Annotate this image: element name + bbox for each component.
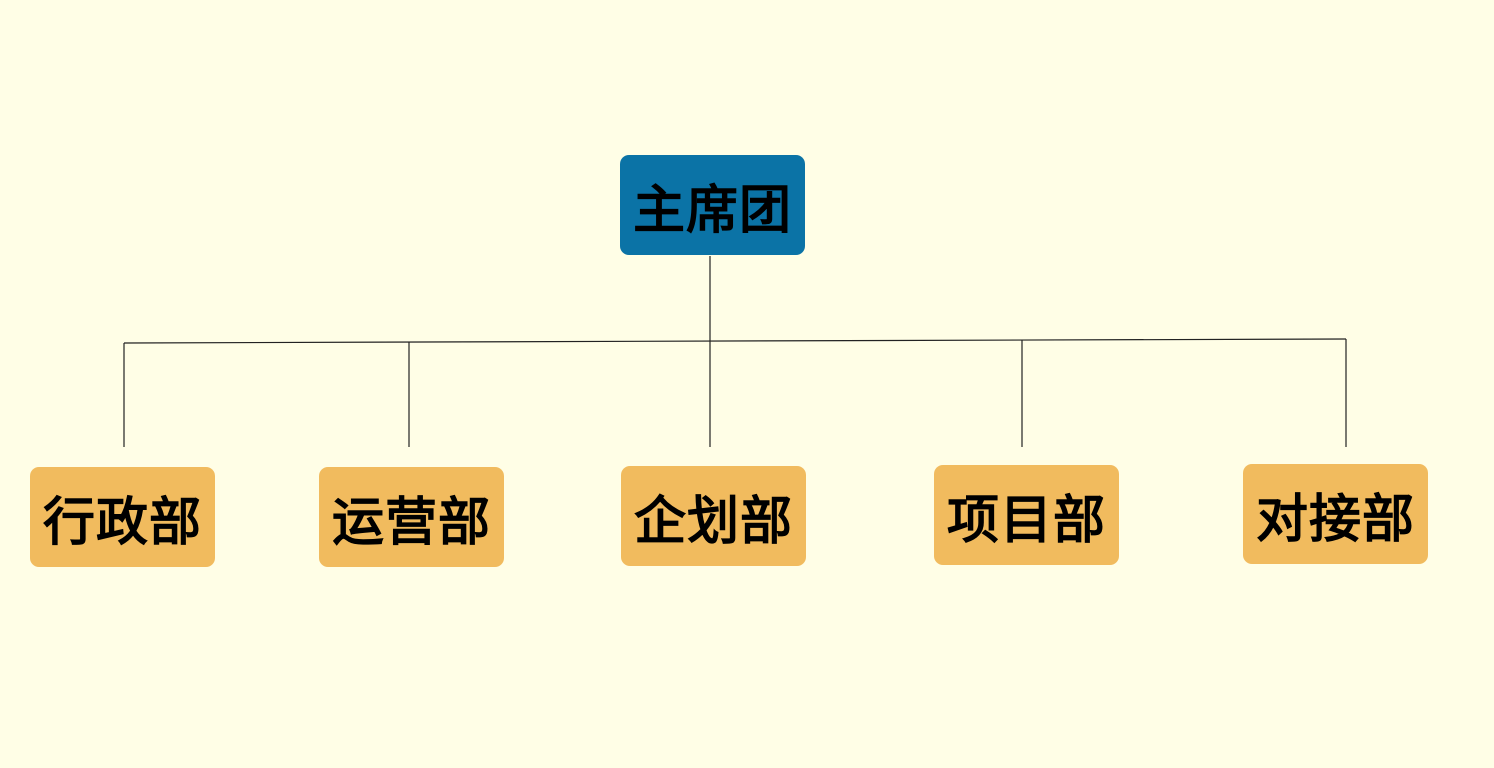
department-node-3: 企划部: [621, 466, 806, 566]
department-node-1: 行政部: [30, 467, 215, 567]
department-node-label: 运营部: [331, 492, 491, 553]
department-node-label: 项目部: [946, 490, 1106, 551]
department-node-label: 行政部: [42, 492, 202, 553]
department-node-label: 对接部: [1255, 489, 1415, 550]
root-node-presidium: 主席团: [620, 155, 805, 255]
department-node-4: 项目部: [934, 465, 1119, 565]
horizontal-bus-line: [123, 338, 1347, 344]
department-node-2: 运营部: [319, 467, 504, 567]
department-node-label: 企划部: [633, 491, 793, 552]
root-node-label: 主席团: [632, 180, 792, 241]
department-node-5: 对接部: [1243, 464, 1428, 564]
